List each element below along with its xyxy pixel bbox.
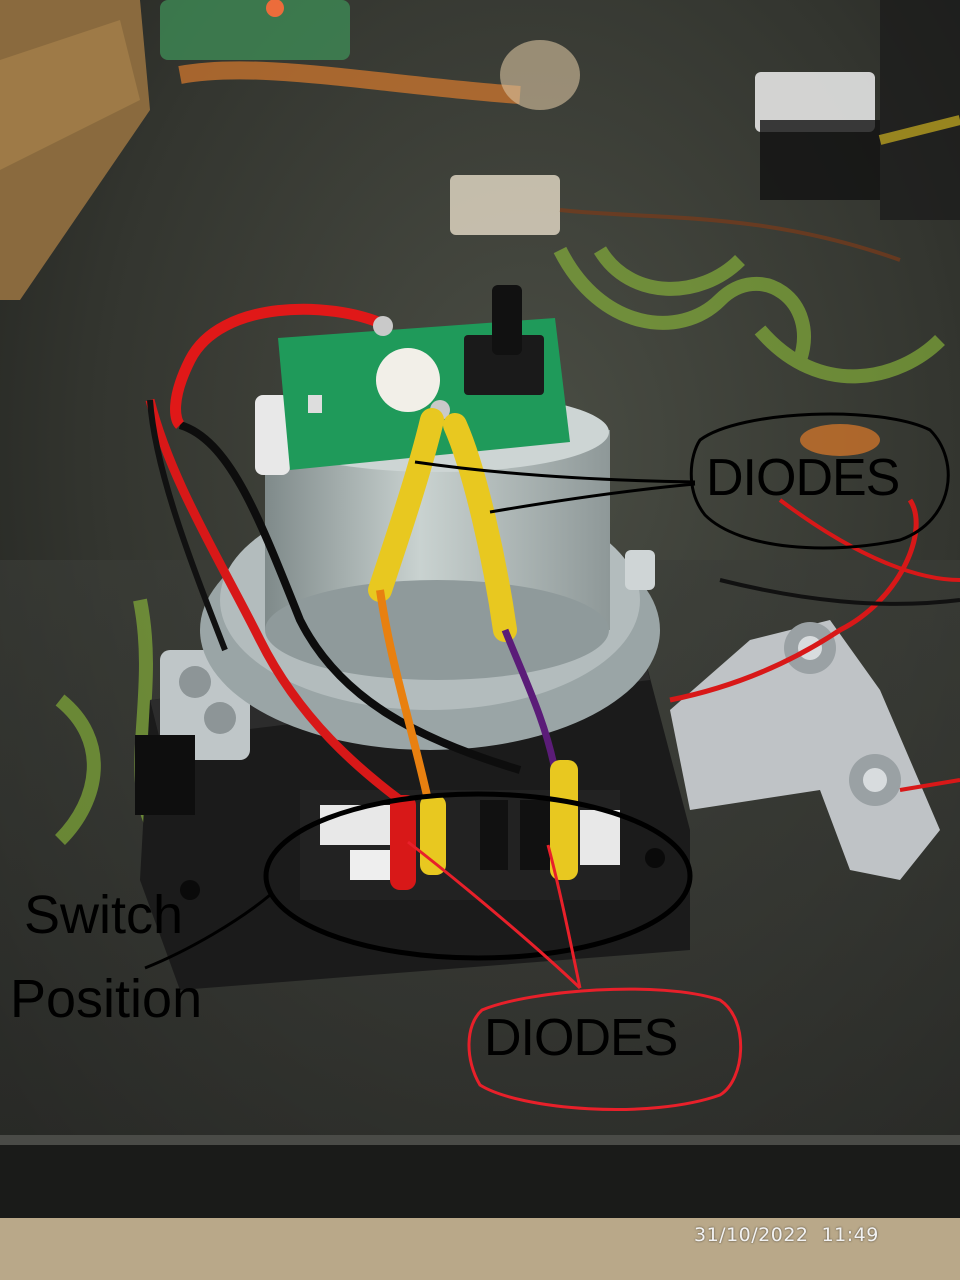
annotation-line-switch: [144, 893, 271, 970]
annotation-oval-top: [689, 412, 950, 550]
diode-heatshrink-bottom-right: [550, 760, 578, 880]
photo-timestamp: 31/10/2022 11:49: [694, 1224, 879, 1246]
screw: [204, 702, 236, 734]
diodes-label-bottom: DIODES: [484, 1009, 678, 1067]
switch-label-line1: Switch: [24, 885, 184, 945]
pcb-hole: [376, 348, 440, 412]
red-wire-tip: [390, 795, 416, 890]
annotation-arrow-top: [414, 460, 696, 484]
switch-label-line2: Position: [10, 969, 203, 1029]
blurred-module: [755, 72, 875, 132]
annotation-arrow-bottom-1: [407, 840, 582, 990]
blurred-board: [160, 0, 350, 60]
tactile-switch: [464, 335, 544, 395]
annotation-oval-switch: [263, 791, 693, 961]
annotation-arrow-bottom-2: [546, 844, 582, 989]
screw: [179, 666, 211, 698]
annotation-oval-bottom: [467, 987, 743, 1111]
diodes-label-top: DIODES: [706, 449, 900, 507]
metal-bracket: [670, 620, 940, 880]
diode-heatshrink-right: [443, 413, 517, 642]
mat-pattern: [54, 246, 945, 845]
switch-stem: [492, 285, 522, 355]
diode-heatshrink-left: [368, 408, 444, 602]
